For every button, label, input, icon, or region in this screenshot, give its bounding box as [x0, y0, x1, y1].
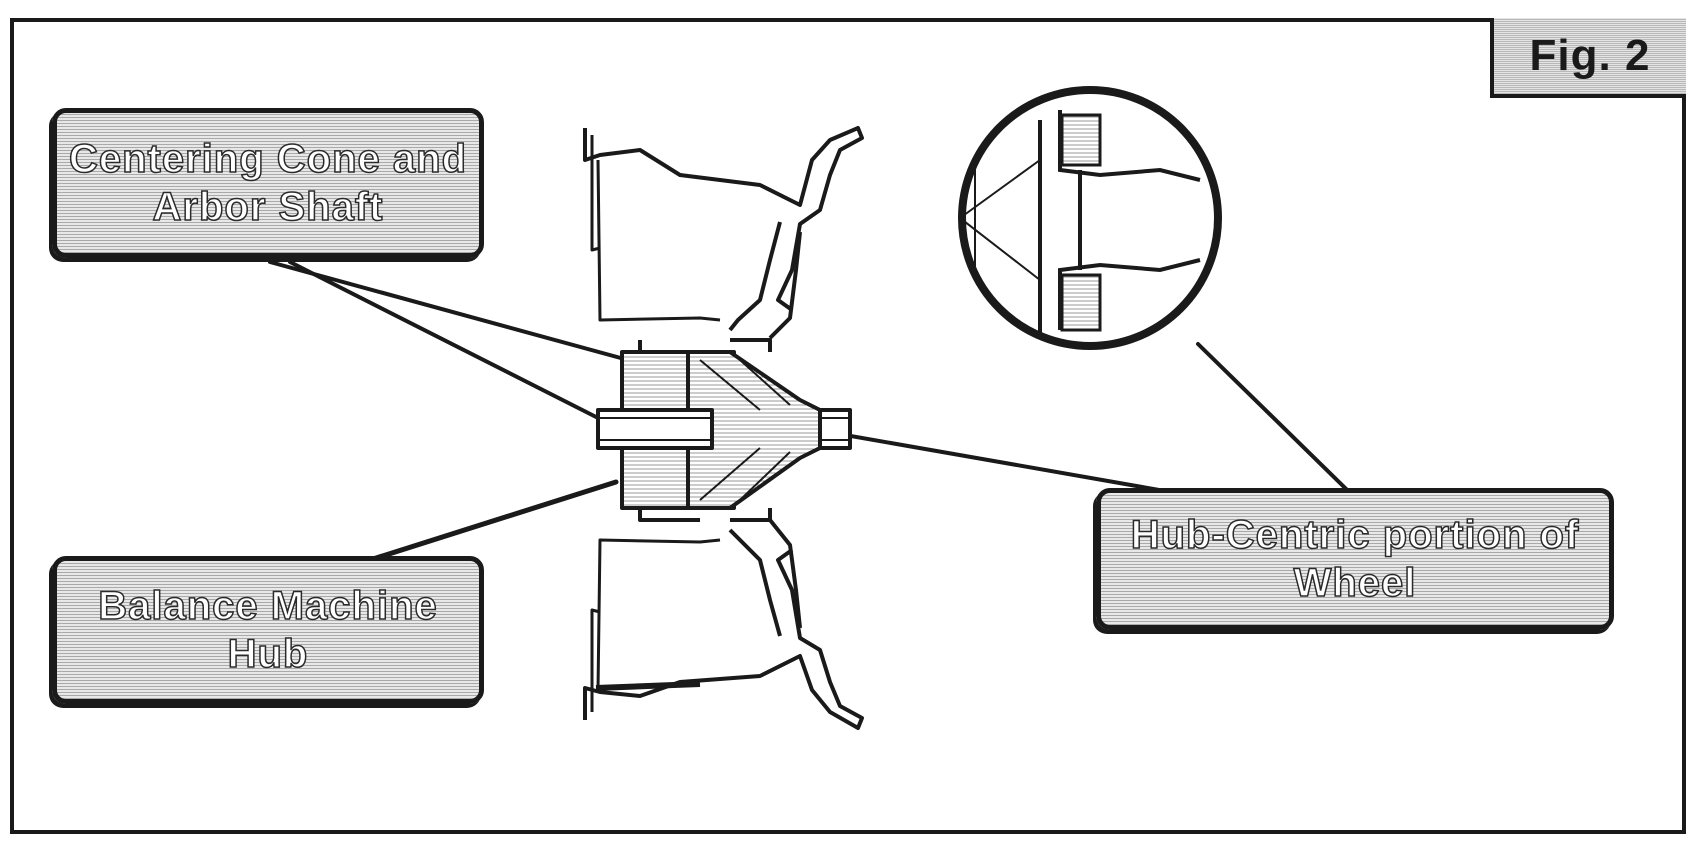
lower-rim-inner: [590, 538, 721, 712]
magnifier-ring: [958, 86, 1222, 350]
upper-spoke: [728, 221, 802, 340]
magnifier-detail: [958, 86, 1222, 350]
lower-spoke: [728, 518, 802, 637]
magnifier-hatch-bottom: [1060, 273, 1102, 332]
magnifier-hub-upper: [1058, 110, 1201, 182]
callout-balance-hub: Balance Machine Hub: [52, 556, 484, 704]
upper-rim: [583, 126, 864, 312]
lower-rim: [583, 548, 864, 730]
wheel-profile: [583, 126, 864, 730]
cone-diagonals: [699, 359, 791, 501]
magnifier-hub-lower: [1058, 258, 1201, 330]
upper-rim-inner: [590, 135, 721, 322]
figure-label: Fig. 2: [1529, 31, 1651, 80]
magnifier-bore: [1038, 120, 1082, 340]
leader-cone-lower: [288, 260, 608, 424]
figure-label-tab: Fig. 2: [1490, 18, 1686, 98]
callout-hub-centric-text: Hub-Centric portion of Wheel: [1130, 512, 1580, 606]
lower-rim-base: [595, 681, 701, 691]
callout-balance-hub-text: Balance Machine Hub: [97, 583, 438, 677]
callout-centering-cone: Centering Cone and Arbor Shaft: [52, 108, 484, 258]
magnifier-cone: [962, 140, 1041, 300]
magnifier-hatch-top: [1060, 113, 1102, 167]
callout-hub-centric: Hub-Centric portion of Wheel: [1096, 488, 1614, 630]
leader-cone-upper: [268, 260, 630, 362]
centering-cone: [686, 350, 822, 510]
callout-centering-cone-text: Centering Cone and Arbor Shaft: [68, 136, 468, 230]
